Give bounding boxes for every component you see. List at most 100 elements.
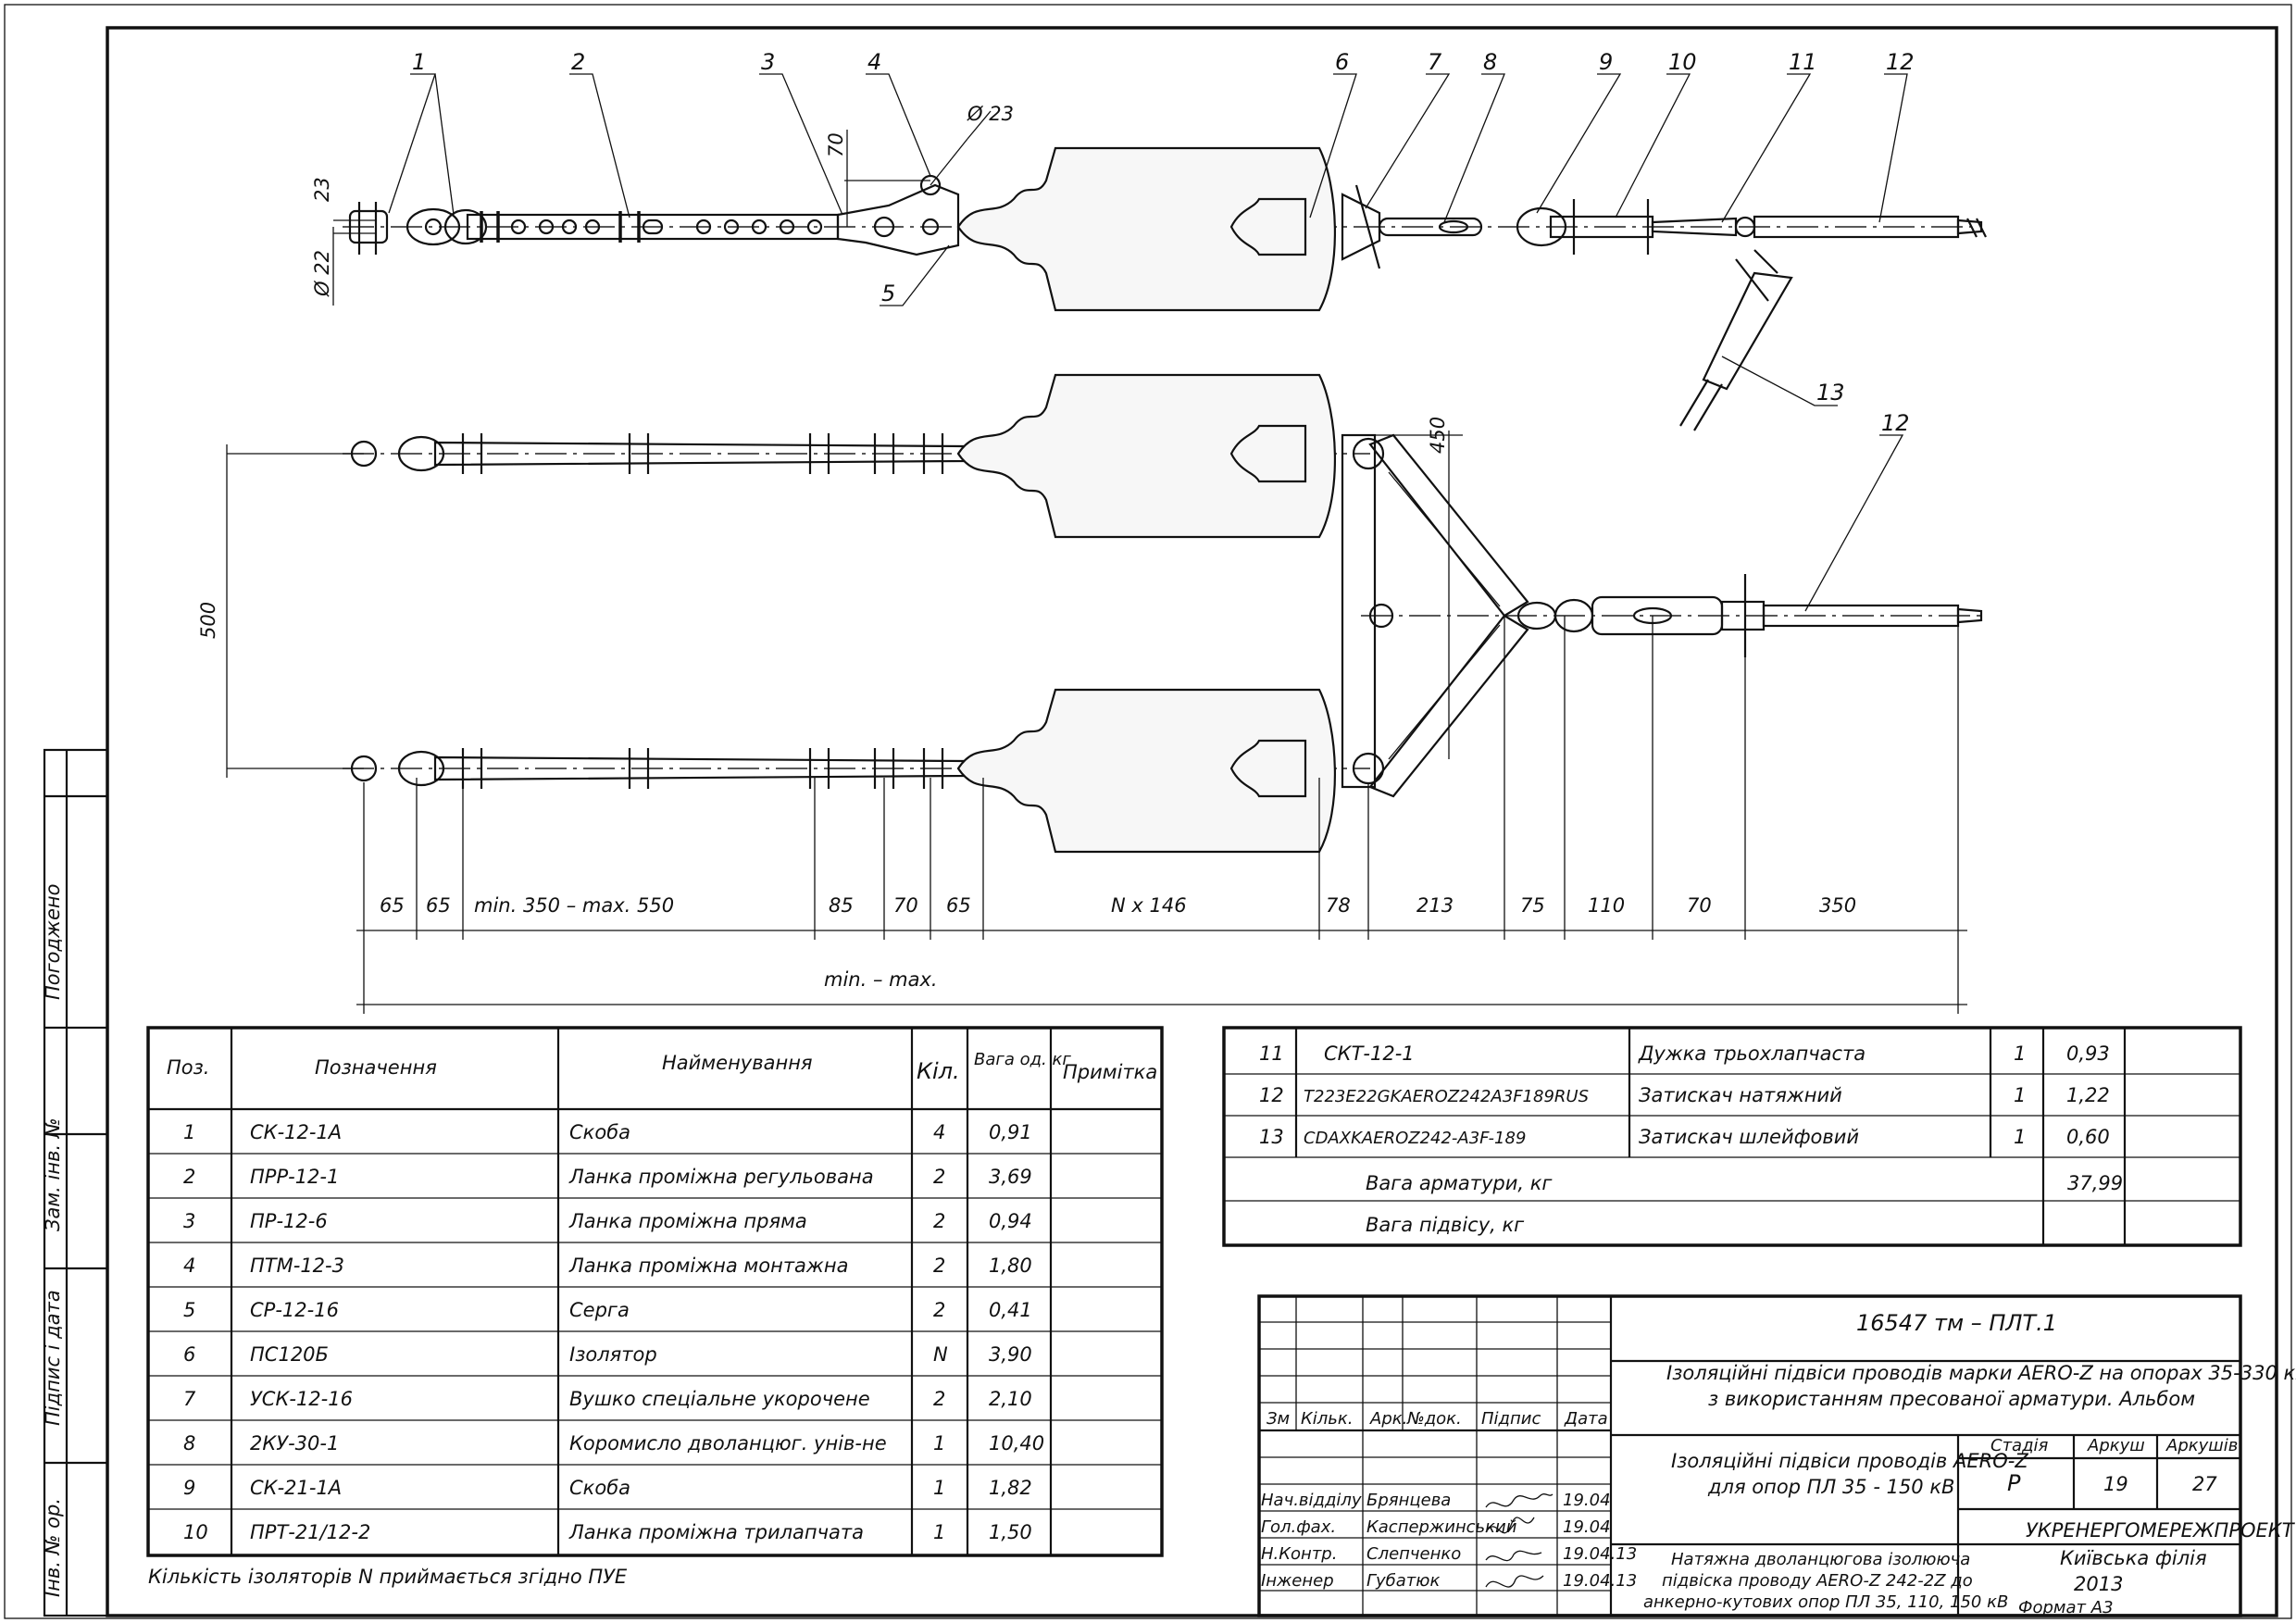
drawing-desc-2: підвіска проводу AERO-Z 242-2Z до (1662, 1571, 1973, 1591)
dim-bottom-65a: 65 (380, 894, 405, 917)
parts-row-weight: 0,91 (989, 1121, 1032, 1143)
parts-row-designation: УСК-12-16 (250, 1388, 353, 1410)
parts-row-designation: СК-12-1А (250, 1121, 342, 1143)
parts-row-designation: ПТМ-12-3 (250, 1255, 344, 1277)
footnote: Кількість ізоляторів N приймається згідн… (148, 1566, 628, 1588)
dim-d22: Ø 22 (311, 250, 333, 297)
parts-row-pos: 13 (1259, 1126, 1284, 1148)
signer-name: Брянцева (1366, 1491, 1451, 1510)
album-title-1: Ізоляційні підвіси проводів марки AERO-Z… (1666, 1362, 2296, 1384)
callout-7: 7 (1428, 49, 1442, 75)
parts-table-continued: 11 СКТ-12-1 Дужка трьохлапчаста 1 0,93 12 T223… (1222, 1026, 2242, 1247)
hdr-qty: Кіл. (917, 1058, 960, 1084)
dim-bottom-range: min. 350 – max. 550 (474, 894, 674, 917)
org-name: УКРЕНЕРГОМЕРЕЖПРОЕКТ (2026, 1519, 2296, 1542)
sheets-value: 27 (2192, 1473, 2217, 1495)
signer-date: 19.04 (1563, 1491, 1611, 1510)
callout-8: 8 (1483, 49, 1497, 75)
dim-bottom-85: 85 (829, 894, 854, 917)
signer-name: Губатюк (1366, 1571, 1440, 1591)
callout-2: 2 (571, 49, 585, 75)
parts-row-qty: 1 (933, 1477, 945, 1499)
stamp-inv-orig: Інв. № ор. (42, 1498, 64, 1597)
dim-bottom-70a: 70 (893, 894, 918, 917)
dim-bottom-n146: N x 146 (1111, 894, 1187, 917)
dim-d23-top: Ø 23 (967, 103, 1014, 125)
parts-row-designation: СКТ-12-1 (1324, 1042, 1415, 1065)
local-dimensions: 70 Ø 23 23 Ø 22 450 500 (197, 103, 1463, 778)
parts-row-name: Вушко спеціальне укорочене (569, 1388, 870, 1410)
revision-header: Арк. (1369, 1409, 1407, 1429)
parts-row-designation: CDAXKAEROZ242-A3F-189 (1304, 1129, 1526, 1148)
sheet-title-1: Ізоляційні підвіси проводів AERO-Z (1671, 1450, 2028, 1472)
parts-row-designation: ПРР-12-1 (250, 1166, 339, 1188)
dim-70-vertical: 70 (825, 132, 847, 157)
parts-row-weight: 10,40 (989, 1432, 1044, 1454)
parts-row-name: Ланка проміжна пряма (568, 1210, 807, 1232)
dim-500: 500 (197, 602, 219, 639)
parts-row-weight: 1,82 (989, 1477, 1032, 1499)
dim-23-left: 23 (311, 177, 333, 202)
parts-row-qty: 4 (933, 1121, 945, 1143)
parts-row-pos: 5 (183, 1299, 195, 1321)
bottom-dimension-chain: 65 65 min. 350 – max. 550 85 70 65 N x 1… (356, 616, 1967, 1014)
parts-row-weight: 0,93 (2066, 1042, 2110, 1065)
parts-row-weight: 0,41 (989, 1299, 1032, 1321)
parts-row-pos: 6 (183, 1343, 195, 1366)
stamp-replace-inv: Зам. інв. № (42, 1117, 64, 1231)
parts-row-pos: 12 (1259, 1084, 1284, 1106)
parts-row-weight: 1,50 (989, 1521, 1032, 1543)
parts-row-pos: 11 (1259, 1042, 1284, 1065)
drawing-desc-1: Натяжна дволанцюгова ізолююча (1671, 1550, 1970, 1569)
signer-name: Слепченко (1366, 1544, 1461, 1564)
callout-12b: 12 (1881, 410, 1910, 436)
parts-row-pos: 2 (183, 1166, 195, 1188)
callout-9: 9 (1599, 49, 1613, 75)
parts-row-qty: 1 (933, 1521, 945, 1543)
dim-bottom-70b: 70 (1687, 894, 1712, 917)
signer-date: 19.04.13 (1563, 1571, 1637, 1591)
parts-row-qty: 1 (933, 1432, 945, 1454)
parts-row-name: Коромисло дволанцюг. унів-не (569, 1432, 887, 1454)
hdr-pos: Поз. (167, 1056, 209, 1079)
parts-table: Поз. Позначення Найменування Кіл. Вага о… (146, 1026, 1164, 1557)
parts-row-qty: 2 (933, 1299, 945, 1321)
dim-bottom-75: 75 (1520, 894, 1545, 917)
parts-row-designation: СР-12-16 (250, 1299, 339, 1321)
parts-row-pos: 10 (183, 1521, 208, 1543)
parts-row-weight: 1,22 (2066, 1084, 2110, 1106)
stage-label: Стадія (1990, 1436, 2049, 1455)
parts-rows-continued: 11 СКТ-12-1 Дужка трьохлапчаста 1 0,93 12 T223… (1259, 1042, 2110, 1148)
parts-row-pos: 4 (183, 1255, 195, 1277)
hdr-designation: Позначення (315, 1056, 437, 1079)
parts-row-name: Дужка трьохлапчаста (1638, 1042, 1866, 1065)
parts-row-designation: T223E22GKAEROZ242A3F189RUS (1304, 1087, 1589, 1106)
callout-5: 5 (881, 281, 895, 306)
parts-row-qty: 1 (2014, 1126, 2026, 1148)
parts-row-qty: 2 (933, 1210, 945, 1232)
parts-row-weight: 0,94 (989, 1210, 1032, 1232)
parts-row-qty: 2 (933, 1255, 945, 1277)
callout-1: 1 (412, 49, 426, 75)
callout-13: 13 (1816, 380, 1845, 406)
dim-bottom-350: 350 (1819, 894, 1856, 917)
double-chain-assembly (343, 373, 1983, 854)
doc-code: 16547 тм – ПЛТ.1 (1856, 1310, 2057, 1336)
format-label: Формат А3 (2018, 1598, 2114, 1617)
org-branch: Київська філія (2060, 1547, 2207, 1569)
parts-row-designation: ПР-12-6 (250, 1210, 328, 1232)
weight-fittings-value: 37,99 (2067, 1172, 2123, 1194)
parts-row-qty: 2 (933, 1166, 945, 1188)
revision-header: №док. (1406, 1409, 1462, 1429)
parts-row-weight: 2,10 (989, 1388, 1032, 1410)
dim-overall: min. – max. (824, 968, 938, 991)
signer-role: Н.Контр. (1261, 1544, 1337, 1564)
parts-row-weight: 3,69 (989, 1166, 1032, 1188)
parts-row-qty: N (933, 1343, 948, 1366)
parts-row-qty: 1 (2014, 1042, 2026, 1065)
stage-value: Р (2007, 1470, 2021, 1496)
dim-bottom-65b: 65 (426, 894, 451, 917)
